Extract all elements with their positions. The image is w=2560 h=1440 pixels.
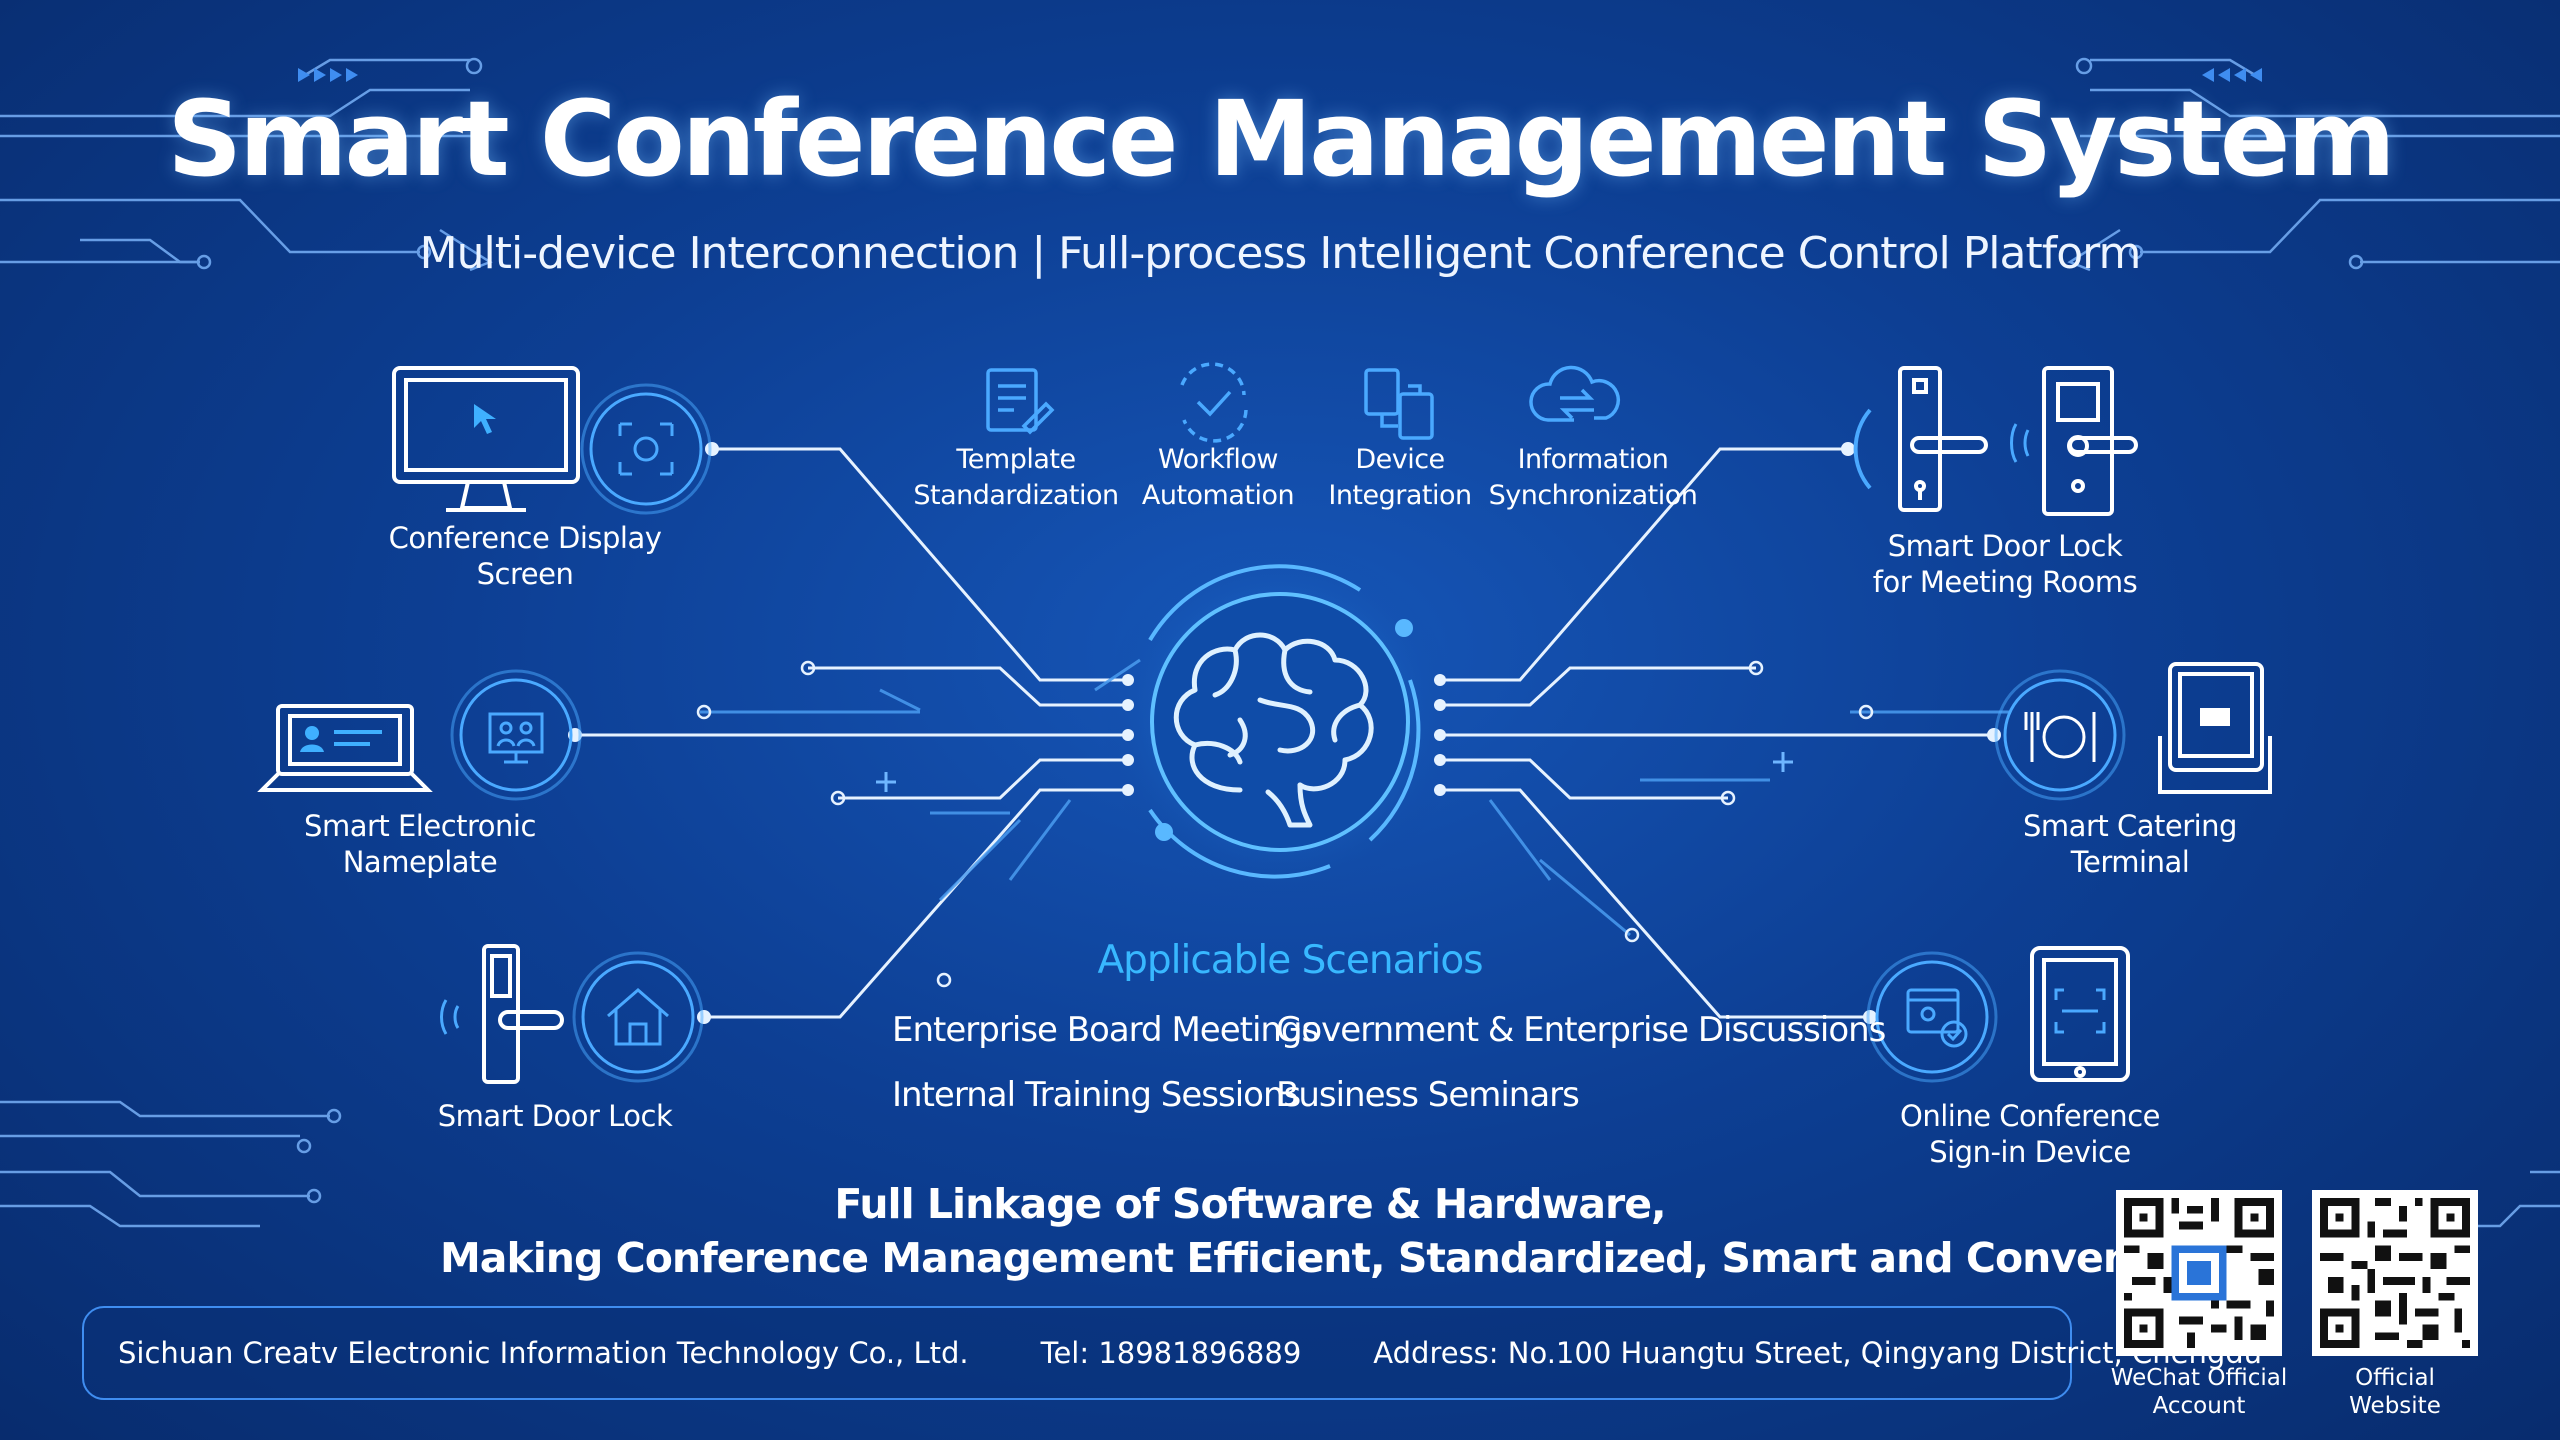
scan-frame-icon (2054, 988, 2106, 1034)
device-meeting-lock-label: Smart Door Lock for Meeting Rooms (1872, 529, 2138, 599)
page-subtitle: Multi-device Interconnection | Full-proc… (419, 228, 2142, 279)
scenario-item: Internal Training Sessions (892, 1075, 1301, 1115)
tagline-line1: Full Linkage of Software & Hardware, (834, 1180, 1666, 1228)
presentation-icon (488, 712, 544, 764)
brain-icon (1173, 632, 1374, 828)
device-display-label: Conference Display Screen (388, 521, 662, 591)
meeting-door-lock-icon (1898, 366, 2138, 516)
address: Address: No.100 Huangtu Street, Qingyang… (1373, 1336, 2263, 1370)
cloud-sync-icon (1529, 365, 1620, 422)
home-icon (607, 988, 669, 1046)
devices-icon (1364, 368, 1434, 440)
plate-cutlery-icon (2024, 712, 2096, 762)
website-qr-label: Official Website (2349, 1365, 2441, 1419)
feature-information: Information Synchronization (1488, 444, 1698, 511)
scenario-item: Enterprise Board Meetings (892, 1010, 1319, 1050)
nameplate-icon (257, 704, 433, 792)
company-name: Sichuan Creatv Electronic Information Te… (118, 1336, 969, 1370)
wechat-qr-code[interactable] (2116, 1190, 2282, 1356)
scenario-item: Business Seminars (1276, 1075, 1580, 1115)
door-lock-icon (440, 944, 564, 1084)
feature-workflow: Workflow Automation (1141, 444, 1295, 511)
phone-number: Tel: 18981896889 (1040, 1336, 1302, 1370)
cursor-icon (474, 404, 496, 434)
tablet-icon (2030, 946, 2130, 1082)
contact-bar: Sichuan Creatv Electronic Information Te… (82, 1306, 2262, 1400)
wechat-qr-label: WeChat Official Account (2110, 1365, 2288, 1419)
device-catering-label: Smart Catering Terminal (2023, 809, 2237, 879)
monitor-icon (392, 366, 580, 512)
catering-terminal-icon (2158, 662, 2272, 794)
website-qr-code[interactable] (2312, 1190, 2478, 1356)
device-door-lock-label: Smart Door Lock (437, 1099, 673, 1133)
device-signin-label: Online Conference Sign-in Device (1900, 1099, 2160, 1169)
tagline-line2: Making Conference Management Efficient, … (440, 1234, 2219, 1282)
user-check-icon (1906, 988, 1968, 1048)
device-nameplate-label: Smart Electronic Nameplate (304, 809, 536, 879)
page-title: Smart Conference Management System (167, 78, 2395, 200)
scenario-item: Government & Enterprise Discussions (1276, 1010, 1886, 1050)
feature-device: Device Integration (1328, 444, 1472, 511)
document-edit-icon (986, 368, 1055, 435)
refresh-check-icon (1180, 362, 1248, 443)
scenarios-title: Applicable Scenarios (1097, 938, 1483, 983)
feature-template: Template Standardization (913, 444, 1119, 511)
scan-face-icon (618, 422, 674, 476)
